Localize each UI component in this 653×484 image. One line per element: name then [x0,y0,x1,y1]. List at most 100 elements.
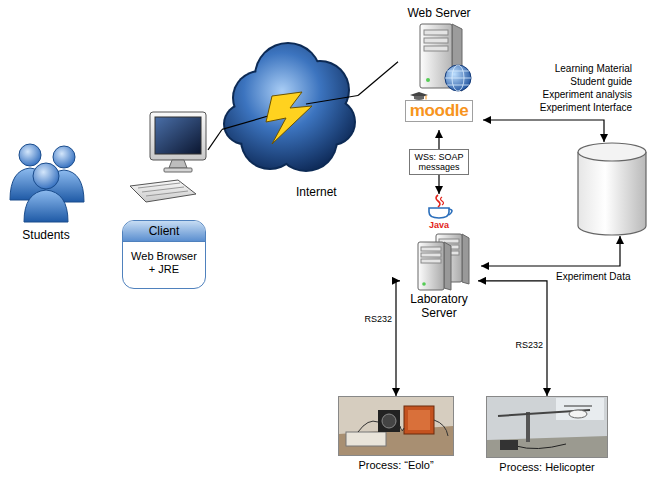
lab-server-icon-part [421,259,441,263]
web-server-icon-part [424,30,448,35]
lab-server-icon-part [421,247,441,251]
process-photo-part [339,397,454,456]
java-logo-part [441,197,444,205]
web-server-icon [398,20,480,96]
moodle-logo: moodle [405,100,474,122]
database-top [578,143,646,161]
client-box: ClientWeb Browser + JRE [122,220,206,289]
logo-cap-part [425,96,426,100]
process-photo-part [500,440,518,450]
process-photo-part [569,410,587,418]
computer-icon-part [150,112,206,160]
computer-icon-part [138,183,188,196]
lab-server-icon-part [444,242,451,290]
process-photo-part [378,410,400,432]
web-server-icon-part [445,65,471,91]
logo-cap [410,92,428,101]
computer-icon-part [155,117,201,154]
process-photo-part [516,444,566,449]
connector-line [208,130,222,150]
lab-server-icon-part [421,253,441,257]
java-logo-part [436,195,440,207]
internet-cloud-part [222,116,268,130]
connector-line [358,62,398,96]
node-box: Web Server moodle [398,6,480,130]
computer-icon-part [130,180,196,202]
data-link-line [483,120,604,142]
web-server-icon-part [445,71,471,85]
database-body [578,152,646,235]
edge-label: RS232 [363,314,393,324]
box-heading: Client [123,221,205,242]
node-box: JavaLaboratory Server [400,194,478,334]
internet-cloud-part [225,44,354,170]
process-photo-part [408,410,430,430]
computer-icon-wrap [120,108,208,208]
annotation-label: Learning Material [555,62,632,75]
students-icon-part [10,144,84,222]
photo-caption: Process: “Eolo” [338,459,454,472]
photo-caption: Process: Helicopter [486,461,608,474]
node-box: Process: Helicopter [486,396,608,476]
java-logo [400,194,478,220]
computer-icon-part [164,168,192,172]
students-icon-wrap [4,138,88,224]
connector-line [396,281,400,396]
internet-cloud [222,36,358,181]
computer-icon [120,108,208,208]
internet-cloud-wrap [222,36,358,181]
internet-cloud-part [252,76,324,148]
students-icon-part [53,146,75,168]
internet-cloud-part [306,96,358,105]
annotation-label: Experiment Interface [540,101,632,114]
node-label: Laboratory Server [400,292,478,320]
process-photo-part [358,420,448,436]
java-logo-part [429,208,449,218]
annotation-label: Experiment analysis [543,88,632,101]
process-photo [338,396,454,456]
java-logo-part [449,209,452,215]
process-photo-part [487,436,607,457]
java-logo-wrap [400,194,478,220]
process-photo [486,396,608,458]
web-server-icon-part [426,78,430,82]
process-photo-part [487,397,608,458]
java-logo-text: Java [400,220,478,230]
web-server-icon-wrap [398,20,480,96]
node-label: Web Server [398,6,480,20]
web-server-icon-part [424,38,448,43]
computer-icon-part [169,160,187,168]
process-photo-part [382,414,396,428]
node-box: Internet [222,36,358,206]
annotation-label: Experiment Data [556,270,630,283]
process-photo-wrap [338,396,454,456]
lab-server-icon [400,232,478,292]
process-photo-part [556,398,604,420]
connector-line [478,281,547,396]
node-label: Students [4,228,88,242]
box-body: Web Browser + JRE [123,242,205,288]
lab-server-icon-wrap [400,232,478,292]
internet-cloud-part [223,42,356,172]
lab-server-icon-part [418,242,444,290]
process-photo-part [404,406,434,434]
students-icon-part [19,144,41,166]
data-link-line [481,236,620,266]
lab-server-icon-part [422,282,426,286]
logo-cap-part [414,96,424,100]
database-cylinder [578,143,646,235]
process-photo-part [526,412,530,442]
process-photo-part [564,406,592,407]
students-icon-part [24,190,68,222]
students-icon [4,138,88,224]
lab-server-icon-part [462,234,469,284]
process-photo-part [346,432,386,446]
node-box: ClientWeb Browser + JRE [120,108,208,298]
web-server-icon-part [424,46,448,51]
process-photo-wrap [486,396,608,458]
annotation-label: Student guide [570,75,632,88]
logo-wrap: moodle [398,100,480,122]
edge-label: WSs: SOAP messages [409,149,469,175]
node-box: Students [4,138,88,252]
